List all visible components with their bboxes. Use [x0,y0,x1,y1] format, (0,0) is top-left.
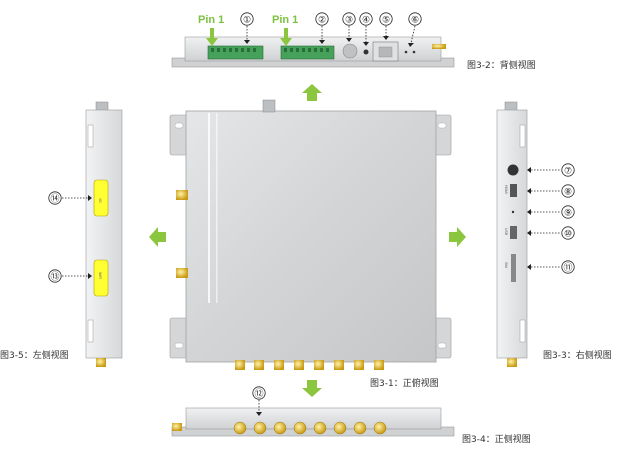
antenna-port-wifi: WIFI [93,259,109,297]
back-view: Pin 1 Pin 1 [171,14,455,68]
svg-text:⑪: ⑪ [563,263,572,273]
callout-6: ⑥ [408,12,422,47]
callout-13: ⑬ [48,269,92,283]
svg-text:⑤: ⑤ [382,15,390,25]
callout-4: ④ [359,12,373,46]
svg-text:④: ④ [362,15,370,25]
svg-text:②: ② [318,15,326,25]
front-view-body [185,407,442,430]
arrow-up-icon [302,84,322,101]
led-2 [412,50,416,54]
svg-text:⑬: ⑬ [50,272,59,282]
svg-text:⑥: ⑥ [411,15,419,25]
main-enclosure [185,110,437,363]
svg-text:SIM: SIM [504,262,508,268]
callout-7: ⑦ [527,163,575,177]
usb-port: USB [504,226,517,239]
svg-text:4G: 4G [98,198,102,203]
pin1-label-1: Pin 1 [198,14,224,26]
reset-button [363,49,369,55]
svg-text:⑩: ⑩ [564,229,572,239]
callout-11: ⑪ [527,260,575,274]
terminal-connector-1 [207,45,264,60]
back-callouts: ① ② ③ ④ ⑤ ⑥ [240,12,422,47]
pin1-arrow-2-icon [280,28,292,46]
svg-text:③: ③ [345,15,353,25]
callout-3: ③ [342,12,356,42]
pin1-arrow-1-icon [206,28,218,46]
arrow-left-icon [149,227,166,247]
front-view [171,407,455,437]
right-view: HDMI USB SIM [496,101,528,367]
callout-8: ⑧ [527,184,575,198]
callout-12: ⑫ [252,386,266,416]
back-antenna-connector [432,44,446,49]
callout-5: ⑤ [379,12,393,40]
caption-right: 图3-3：右侧视图 [543,349,612,361]
svg-text:WIFI: WIFI [98,272,102,279]
svg-text:⑦: ⑦ [564,166,572,176]
svg-text:⑨: ⑨ [564,208,572,218]
left-view: 4G WIFI [85,101,123,367]
callout-10: ⑩ [527,226,575,240]
hdmi-port: HDMI [504,184,517,197]
led-1 [404,50,408,54]
bottom-antenna-row [235,360,384,370]
caption-left: 图3-5：左侧视图 [0,349,69,361]
callout-14: ⑭ [48,191,92,205]
svg-text:⑭: ⑭ [50,194,59,204]
status-led [511,210,515,214]
power-jack [342,43,358,59]
antenna-port-4g: 4G [93,179,109,217]
svg-text:HDMI: HDMI [504,185,508,194]
terminal-connector-2 [280,45,335,60]
left-view-body [85,109,123,359]
caption-back: 图3-2：背侧视图 [467,59,536,71]
caption-front: 图3-4：正侧视图 [462,433,531,445]
pin1-label-2: Pin 1 [272,14,298,26]
left-antenna-2 [176,268,188,278]
arrow-right-icon [449,227,466,247]
caption-top: 图3-1：正俯视图 [370,377,439,389]
svg-text:①: ① [243,15,251,25]
dc-power-jack [507,164,519,176]
callout-2: ② [315,12,329,44]
callout-1: ① [240,12,254,44]
top-antenna-stub [262,99,276,113]
svg-text:⑫: ⑫ [254,389,263,399]
arrow-down-icon [302,380,322,397]
sim-slot: SIM [504,254,516,282]
svg-text:⑧: ⑧ [564,187,572,197]
top-view [169,99,452,370]
left-antenna-1 [176,190,188,200]
front-antenna-row [233,421,387,435]
callout-9: ⑨ [527,205,575,219]
svg-text:USB: USB [504,228,508,236]
